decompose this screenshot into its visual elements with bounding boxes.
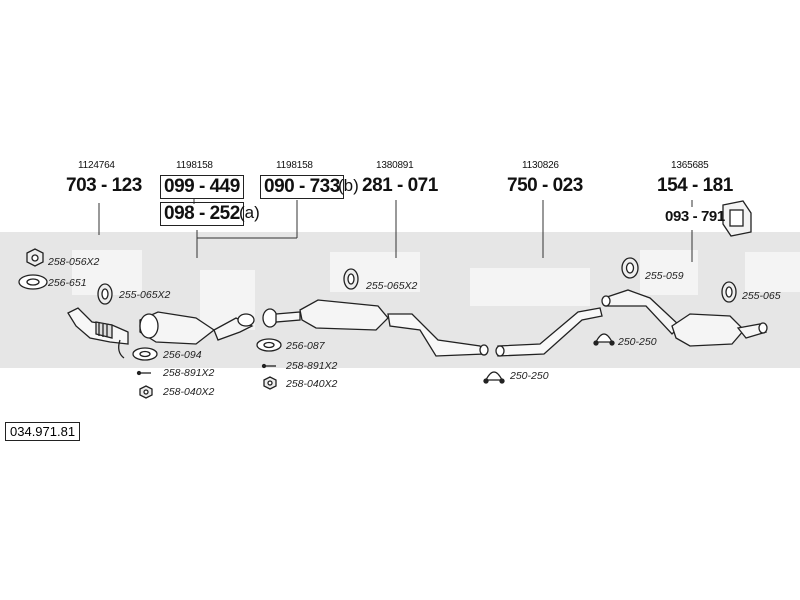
label-gasket-mid: 256-094 — [163, 349, 202, 361]
part-number-intermediate-pipe[interactable]: 750 - 023 — [507, 175, 583, 196]
bolt-2[interactable] — [261, 363, 277, 369]
bolt-1[interactable] — [136, 370, 152, 376]
rubber-mount-2[interactable] — [343, 268, 359, 290]
label-bolt-2: 258-891X2 — [286, 360, 338, 372]
part-number-catalyst-a-bottom[interactable]: 098 - 252 — [160, 202, 244, 226]
catalyst[interactable] — [139, 311, 255, 345]
label-clamp-1: 250-250 — [510, 370, 549, 382]
reference-number: 034.971.81 — [5, 422, 81, 441]
label-nut-front: 258-056X2 — [48, 256, 100, 268]
part-number-front-pipe[interactable]: 703 - 123 — [66, 175, 142, 196]
label-rubber-ring: 255-059 — [645, 270, 684, 282]
front-pipe[interactable] — [67, 307, 129, 359]
middle-silencer[interactable] — [299, 299, 489, 357]
clamp-2[interactable] — [593, 333, 615, 346]
rubber-mount-1[interactable] — [97, 283, 113, 305]
rubber-ring[interactable] — [621, 257, 639, 279]
gasket-front[interactable] — [18, 274, 48, 290]
background-watermark — [0, 232, 800, 368]
part-number-catalyst-b[interactable]: 090 - 733 — [260, 175, 344, 199]
part-number-middle-silencer[interactable]: 281 - 071 — [362, 175, 438, 196]
label-rubber-mount-3: 255-065 — [742, 290, 781, 302]
rubber-mount-3[interactable] — [721, 281, 737, 303]
oem-number-front-pipe: 1124764 — [78, 160, 115, 171]
nut-1[interactable] — [139, 385, 153, 399]
oem-number-catalyst-b: 1198158 — [276, 160, 313, 171]
clamp-1[interactable] — [483, 371, 505, 384]
rear-silencer[interactable] — [601, 289, 768, 347]
label-gasket-2: 256-087 — [286, 340, 325, 352]
label-gasket-front: 256-651 — [48, 277, 87, 289]
leader-lines — [98, 199, 693, 262]
nut-front[interactable] — [26, 248, 44, 267]
label-rubber-mount-1: 255-065X2 — [119, 289, 171, 301]
catalyst-b-suffix: (b) — [338, 176, 359, 195]
part-number-rear-bracket[interactable]: 093 - 791 — [665, 208, 725, 225]
oem-number-middle-silencer: 1380891 — [376, 160, 414, 171]
oem-number-catalyst-a: 1198158 — [176, 160, 213, 171]
part-number-rear-silencer[interactable]: 154 - 181 — [657, 175, 733, 196]
connector-pipe[interactable] — [262, 308, 301, 328]
label-clamp-2: 250-250 — [618, 336, 657, 348]
label-nut-2: 258-040X2 — [286, 378, 338, 390]
gasket-mid[interactable] — [132, 347, 158, 361]
part-number-catalyst-a-top[interactable]: 099 - 449 — [160, 175, 244, 199]
label-bolt-1: 258-891X2 — [163, 367, 215, 379]
oem-number-intermediate-pipe: 1130826 — [522, 160, 559, 171]
label-nut-1: 258-040X2 — [163, 386, 215, 398]
intermediate-pipe[interactable] — [495, 307, 603, 357]
nut-2[interactable] — [263, 376, 277, 390]
rear-bracket[interactable] — [722, 200, 752, 237]
gasket-2[interactable] — [256, 338, 282, 352]
label-rubber-mount-2: 255-065X2 — [366, 280, 418, 292]
oem-number-rear-silencer: 1365685 — [671, 160, 709, 171]
catalyst-a-suffix: (a) — [239, 203, 260, 222]
